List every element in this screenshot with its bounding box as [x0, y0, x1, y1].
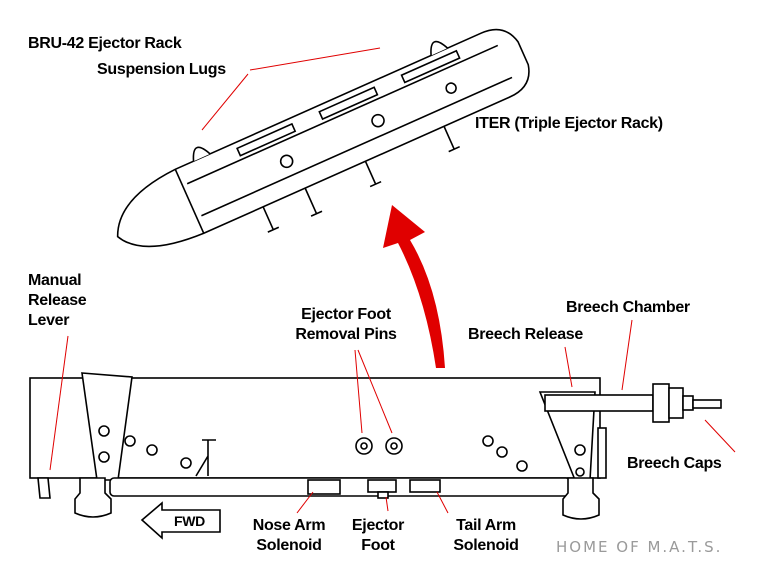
label-line: Solenoid [453, 537, 519, 554]
fwd-arrow [140, 501, 221, 540]
label-ejector-foot-removal-pins: Ejector Foot Removal Pins [295, 305, 397, 345]
label-bru42: BRU-42 Ejector Rack [28, 35, 182, 52]
watermark: HOME OF M.A.T.S. [556, 538, 723, 556]
label-line: Removal Pins [295, 326, 397, 343]
label-tail-arm-solenoid: Tail Arm Solenoid [453, 516, 518, 556]
label-breech-release: Breech Release [468, 326, 583, 343]
label-fwd: FWD [174, 513, 205, 529]
label-line: Manual [28, 272, 82, 289]
bru42-rack-drawing [29, 372, 722, 540]
label-line: Ejector [351, 517, 405, 534]
label-breech-chamber: Breech Chamber [566, 299, 690, 316]
label-breech-caps: Breech Caps [627, 455, 722, 472]
label-line: Nose Arm [252, 517, 326, 534]
iter-rack-drawing [116, 28, 530, 248]
label-line: Ejector Foot [301, 306, 391, 323]
label-ejector-foot: Ejector Foot [352, 516, 404, 556]
label-manual-release-lever: Manual Release Lever [28, 271, 87, 331]
label-line: Lever [28, 312, 70, 329]
label-line: Release [28, 292, 87, 309]
label-line: Foot [361, 537, 395, 554]
red-arrow [383, 205, 445, 368]
label-nose-arm-solenoid: Nose Arm Solenoid [253, 516, 326, 556]
label-suspension-lugs: Suspension Lugs [97, 61, 226, 78]
label-iter: ITER (Triple Ejector Rack) [475, 115, 663, 132]
label-line: Solenoid [256, 537, 322, 554]
label-line: Tail Arm [456, 517, 516, 534]
leader-lines [49, 47, 736, 514]
